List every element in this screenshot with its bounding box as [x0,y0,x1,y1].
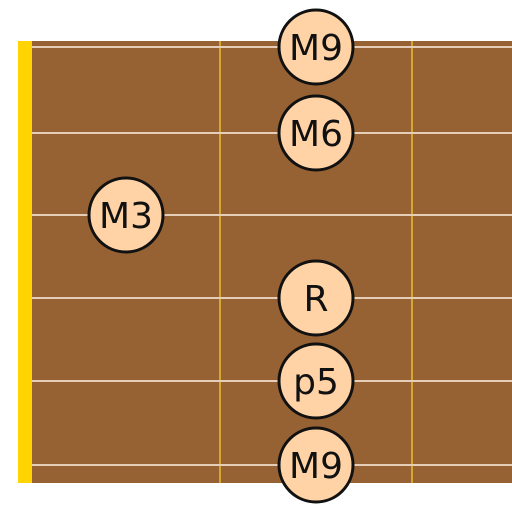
note-marker-label: p5 [293,362,339,403]
note-marker-label: R [303,279,328,320]
note-marker-label: M3 [99,196,153,237]
note-marker-circle [87,176,165,254]
note-marker-r: R [277,259,355,337]
note-marker-label: M9 [289,446,343,487]
note-marker-circle [277,342,355,420]
note-marker-m6: M6 [277,94,355,172]
nut [18,41,32,483]
note-marker-circle [277,94,355,172]
fretboard-wood [18,41,512,483]
note-marker-m3: M3 [87,176,165,254]
note-marker-label: M9 [289,28,343,69]
note-marker-circle [277,8,355,86]
note-marker-m9: M9 [277,8,355,86]
note-marker-label: M6 [289,114,343,155]
note-marker-circle [277,426,355,504]
note-marker-circle [277,259,355,337]
note-marker-m9: M9 [277,426,355,504]
note-marker-p5: p5 [277,342,355,420]
